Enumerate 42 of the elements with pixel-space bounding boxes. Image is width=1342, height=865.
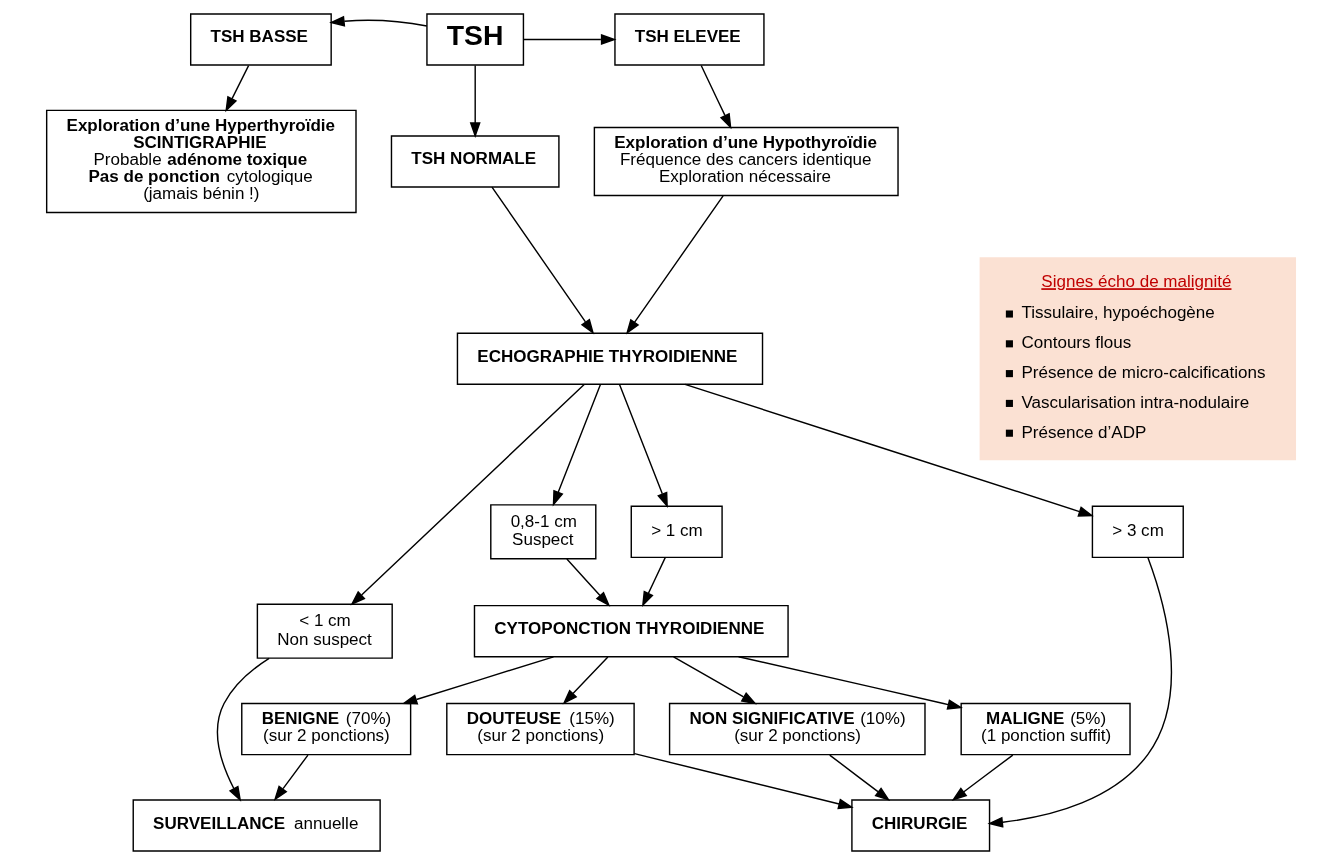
arrow (618, 383, 668, 509)
node-box: Exploration d’une Hyperthyroïdie SCINTIGRAPHIE Probable adénome toxique Pas de ponction cytologique (jamais bénin !) (45, 109, 357, 214)
arrow (633, 752, 854, 810)
node-box: TSH BASSE (190, 13, 332, 66)
node-box: CYTOPONCTION THYROIDIENNE (473, 604, 789, 658)
arrow (829, 754, 891, 801)
node-box: SURVEILLANCE annuelle (132, 799, 381, 852)
arrow (951, 754, 1014, 801)
node-box: DOUTEUSE (15%) (sur 2 ponctions) (446, 702, 635, 756)
arrow (641, 556, 666, 607)
arrow (562, 656, 609, 705)
arrow (684, 383, 1094, 517)
node-box: > 3 cm (1091, 505, 1184, 559)
arrow (491, 186, 595, 335)
arrow (552, 383, 602, 507)
node-box: CHIRURGIE (851, 799, 991, 852)
node-box: TSH ELEVEE (614, 13, 765, 66)
node-box: NON SIGNIFICATIVE (10%) (sur 2 ponctions) (668, 702, 926, 756)
arrow (672, 656, 757, 705)
arrow (625, 195, 724, 335)
arrow (401, 656, 555, 705)
node-box: > 1 cm (630, 505, 723, 559)
arrow (273, 754, 309, 802)
arrow (987, 556, 1173, 828)
arrow (216, 657, 270, 802)
node-box: ECHOGRAPHIE THYROIDIENNE (456, 332, 764, 385)
arrow (700, 64, 732, 130)
node-box: Exploration d’une Hypothyroïdie Fréquence des cancers identique Exploration nécessaire (593, 126, 899, 197)
arrow (469, 64, 481, 138)
arrow (737, 656, 963, 710)
node-box: TSH (426, 13, 525, 66)
arrow (350, 383, 585, 606)
node-box: TSH NORMALE (390, 135, 560, 188)
node-box: Signes écho de malignité Tissulaire, hypoéchogène Contours flous Présence de micro-calcifications Vascularisation intra-nodulaire Présence d’ADP (979, 257, 1297, 461)
arrow (225, 64, 250, 113)
arrow (566, 558, 611, 607)
node-box: BENIGNE (70%) (sur 2 ponctions) (241, 702, 412, 756)
node-box: < 1 cm Non suspect (256, 603, 393, 659)
arrow (329, 15, 428, 27)
node-box: MALIGNE (5%) (1 ponction suffit) (960, 702, 1131, 756)
arrow (523, 34, 617, 45)
node-box: 0,8-1 cm Suspect (490, 504, 597, 560)
